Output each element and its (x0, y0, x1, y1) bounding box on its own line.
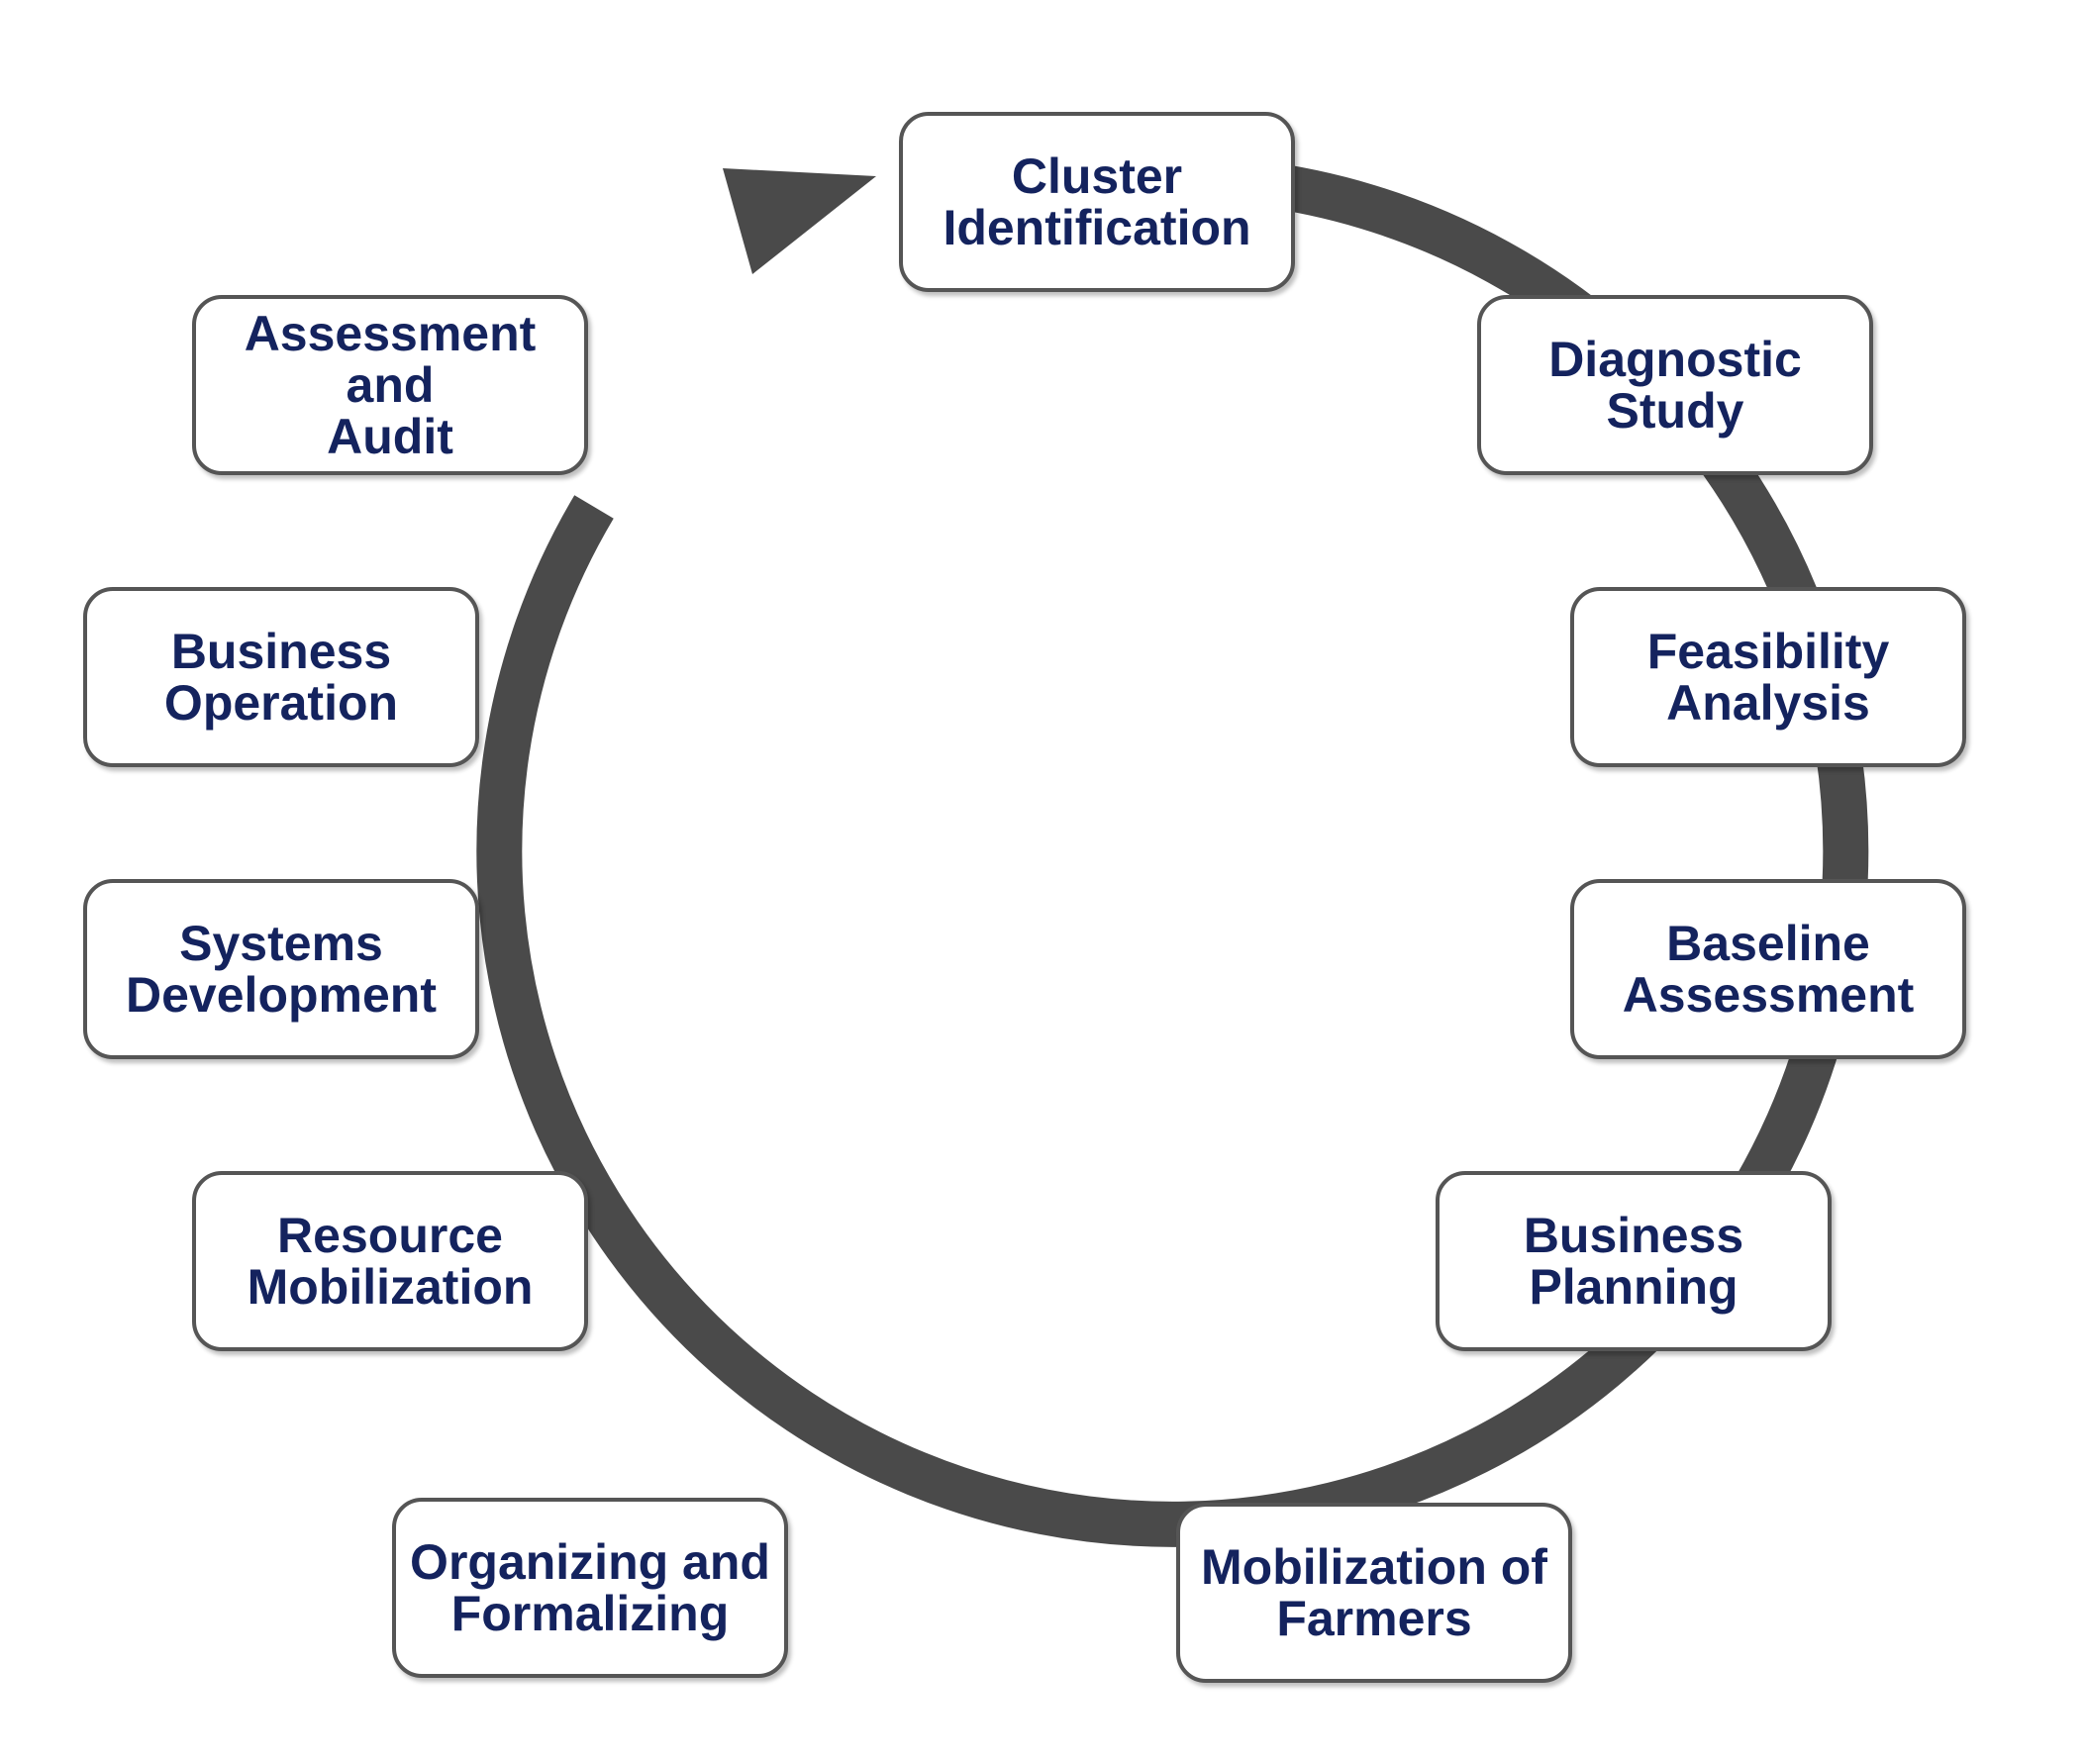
stage-diagnostic-study: Diagnostic Study (1477, 295, 1873, 475)
stage-label: Business Planning (1516, 1210, 1751, 1313)
stage-label-line: Farmers (1276, 1591, 1472, 1646)
stage-business-planning: Business Planning (1436, 1171, 1832, 1351)
stage-label-line: Operation (163, 675, 399, 731)
stage-cluster-identification: Cluster Identification (899, 112, 1295, 292)
stage-business-operation: Business Operation (83, 587, 479, 767)
stage-label: Business Operation (156, 626, 406, 729)
stage-label-line: Systems (179, 916, 383, 971)
stage-label-line: Audit (327, 409, 453, 464)
stage-label-line: Assessment (1622, 967, 1915, 1023)
stage-label-line: Assessment and (244, 306, 537, 413)
stage-label: Organizing and Formalizing (402, 1536, 778, 1639)
stage-feasibility-analysis: Feasibility Analysis (1570, 587, 1966, 767)
stage-label-line: Baseline (1666, 916, 1870, 971)
stage-label: Assessment and Audit (196, 308, 584, 462)
stage-assessment-and-audit: Assessment and Audit (192, 295, 588, 475)
stage-label-line: Identification (943, 200, 1251, 255)
stage-label-line: Formalizing (450, 1586, 730, 1641)
cycle-arrowhead-icon (723, 168, 876, 274)
stage-label: Baseline Assessment (1615, 918, 1923, 1021)
stage-label-line: Cluster (1011, 148, 1183, 204)
stage-label-line: Feasibility (1646, 624, 1890, 679)
stage-label-line: Organizing and (410, 1534, 770, 1590)
stage-label-line: Resource (277, 1208, 503, 1263)
stage-label: Feasibility Analysis (1640, 626, 1898, 729)
stage-mobilization-of-farmers: Mobilization of Farmers (1176, 1503, 1572, 1683)
stage-systems-development: Systems Development (83, 879, 479, 1059)
stage-label: Diagnostic Study (1540, 334, 1810, 437)
stage-label-line: Mobilization of (1201, 1539, 1547, 1595)
stage-label-line: Business (170, 624, 392, 679)
stage-label-line: Planning (1529, 1259, 1739, 1315)
stage-baseline-assessment: Baseline Assessment (1570, 879, 1966, 1059)
stage-resource-mobilization: Resource Mobilization (192, 1171, 588, 1351)
stage-label-line: Mobilization (247, 1259, 534, 1315)
stage-label-line: Diagnostic (1548, 332, 1802, 387)
stage-label: Mobilization of Farmers (1193, 1541, 1555, 1644)
stage-label: Systems Development (118, 918, 445, 1021)
stage-label: Cluster Identification (935, 150, 1258, 253)
stage-label-line: Analysis (1666, 675, 1870, 731)
stage-organizing-and-formalizing: Organizing and Formalizing (392, 1498, 788, 1678)
stage-label-line: Study (1606, 383, 1744, 439)
stage-label: Resource Mobilization (240, 1210, 542, 1313)
stage-label-line: Business (1523, 1208, 1744, 1263)
stage-label-line: Development (126, 967, 437, 1023)
